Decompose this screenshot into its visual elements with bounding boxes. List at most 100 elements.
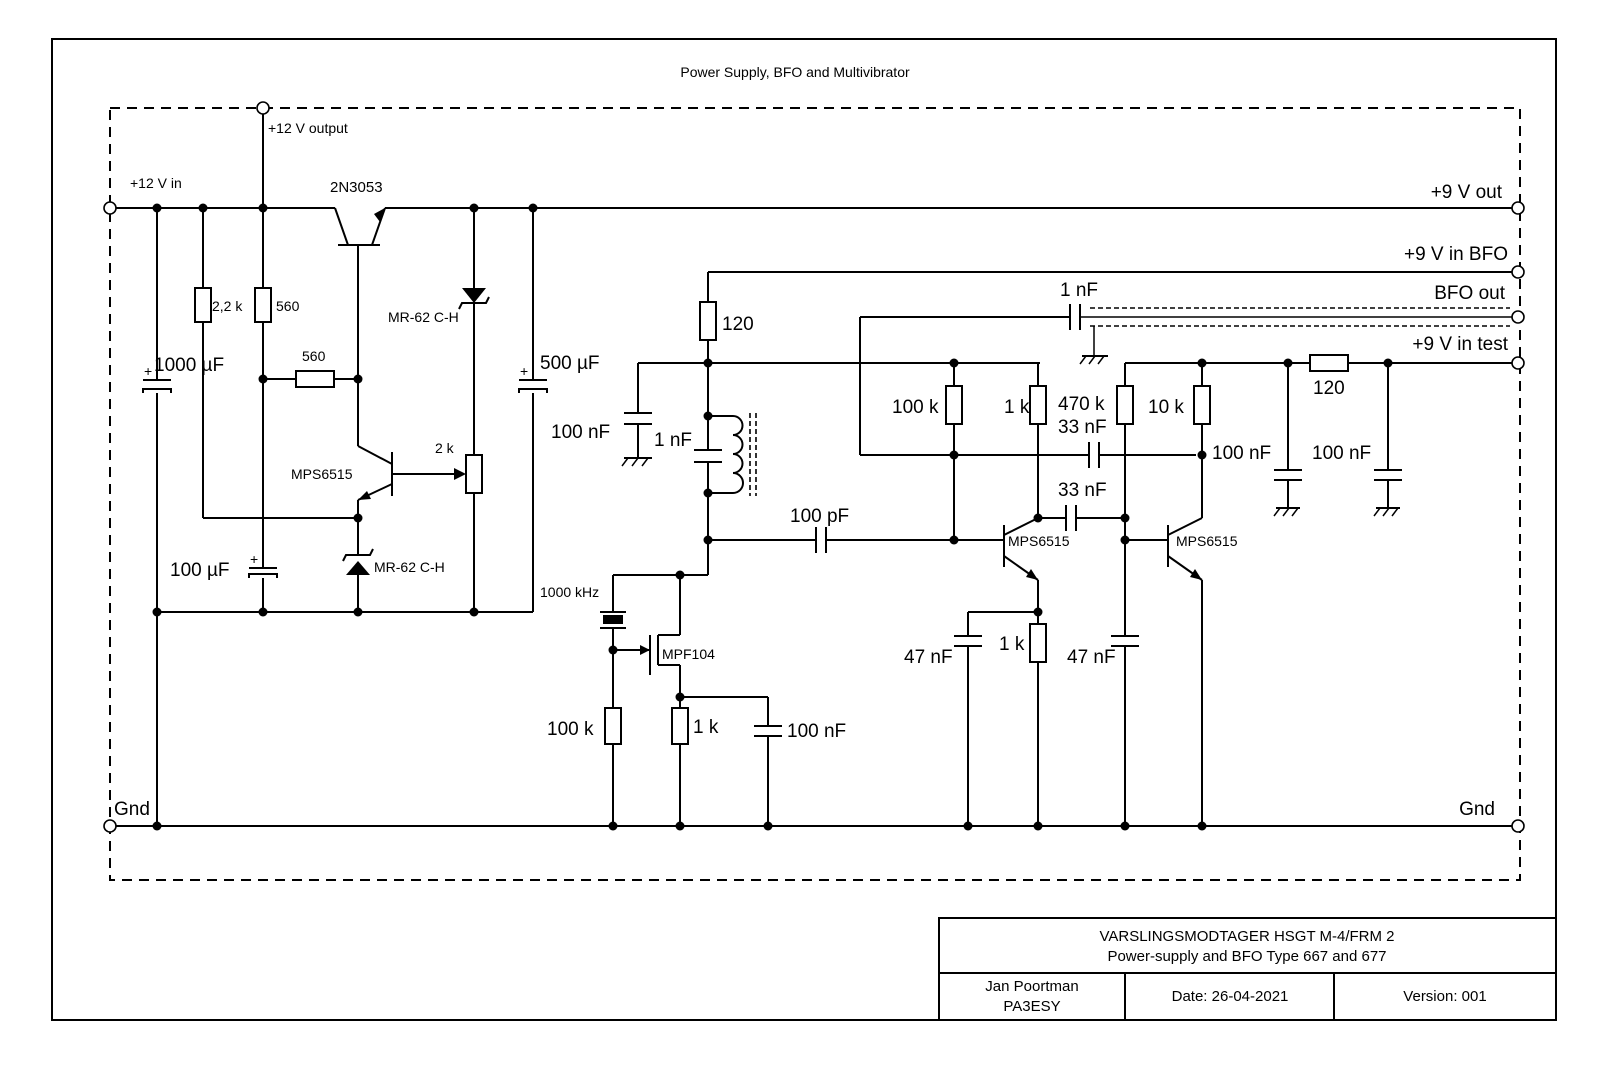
label-100nf-bfo: 100 nF: [551, 422, 610, 443]
capacitor-33nf-mid: [1065, 505, 1077, 531]
transistor-mps6515-regulator: [357, 445, 393, 501]
label-1k-source: 1 k: [693, 717, 719, 738]
transistor-2n3053: [334, 207, 386, 246]
label-560-horizontal: 560: [302, 348, 326, 364]
label-1k-emitter: 1 k: [999, 634, 1025, 655]
resistor-1k-emitter: [1029, 623, 1047, 663]
label-120-test: 120: [1313, 378, 1345, 399]
title-block: [938, 917, 1557, 1021]
title-block-date: Date: 26-04-2021: [1172, 988, 1289, 1005]
terminal-gnd-left: [103, 819, 117, 833]
label-mps6515-b: MPS6515: [1176, 533, 1238, 549]
zener-diode-bottom: [342, 548, 374, 575]
capacitor-500uf: +: [518, 363, 548, 393]
label-33nf-top: 33 nF: [1058, 417, 1107, 438]
capacitor-1000uf: +: [142, 363, 172, 393]
inductor-coil: [732, 413, 757, 496]
label-12v-in: +12 V in: [130, 175, 182, 191]
label-470k: 470 k: [1058, 394, 1105, 415]
label-10k: 10 k: [1148, 397, 1184, 418]
resistor-1k-source: [671, 707, 689, 745]
sheet-title: Power Supply, BFO and Multivibrator: [680, 64, 910, 80]
resistor-100k-base: [945, 385, 963, 425]
drawing-frame: [51, 38, 1557, 1021]
capacitor-1nf-out: [1069, 304, 1081, 330]
zener-diode-top: [458, 288, 490, 310]
label-47nf-a: 47 nF: [904, 647, 953, 668]
title-block-author: Jan Poortman: [985, 978, 1078, 995]
title-block-version: Version: 001: [1403, 988, 1486, 1005]
svg-text:+: +: [250, 551, 258, 567]
resistor-120-test: [1309, 354, 1349, 372]
potentiometer-2k: [454, 454, 483, 494]
capacitor-1nf-tank: [694, 449, 722, 463]
label-zener-top: MR-62 C-H: [388, 309, 459, 325]
module-boundary: [109, 107, 1521, 881]
crystal-1000khz: [600, 611, 626, 629]
label-100nf-source: 100 nF: [787, 721, 846, 742]
capacitor-100nf-source: [754, 725, 782, 737]
label-1000uf: 1000 µF: [154, 355, 224, 376]
resistor-560-vertical: [254, 287, 272, 323]
terminal-9v-out: [1511, 201, 1525, 215]
label-gnd-left: Gnd: [114, 799, 150, 820]
capacitor-47nf-a: [954, 635, 982, 647]
transistor-mps6515-a: [995, 517, 1039, 581]
capacitor-100nf-a: [1273, 469, 1302, 517]
terminal-12v-in: [103, 201, 117, 215]
capacitor-100pf: [815, 527, 827, 553]
label-1nf-out: 1 nF: [1060, 280, 1098, 301]
label-zener-bottom: MR-62 C-H: [374, 559, 445, 575]
fet-mpf104: [638, 634, 680, 675]
label-9v-in-bfo: +9 V in BFO: [1404, 244, 1508, 265]
label-9v-out: +9 V out: [1431, 182, 1503, 203]
label-1nf-tank: 1 nF: [654, 430, 692, 451]
label-100nf-a: 100 nF: [1212, 443, 1271, 464]
junction-dots: [152, 203, 1393, 831]
capacitor-100uf: +: [248, 551, 278, 578]
capacitor-33nf-top: [1088, 442, 1100, 468]
terminal-bfo-out: [1511, 310, 1525, 324]
terminal-12v-output: [256, 101, 270, 115]
title-block-callsign: PA3ESY: [1003, 998, 1060, 1015]
resistor-560-horizontal: [295, 370, 335, 388]
label-mps6515-a: MPS6515: [1008, 533, 1070, 549]
resistor-100k-gate: [604, 707, 622, 745]
label-100k-base: 100 k: [892, 397, 939, 418]
label-gnd-right: Gnd: [1459, 799, 1495, 820]
resistor-10k: [1193, 385, 1211, 425]
svg-text:+: +: [144, 363, 152, 379]
transistor-mps6515-b: [1160, 517, 1203, 581]
terminal-9v-in-bfo: [1511, 265, 1525, 279]
label-100uf: 100 µF: [170, 560, 230, 581]
title-block-project: VARSLINGSMODTAGER HSGT M-4/FRM 2: [1099, 928, 1394, 945]
label-mps6515-regulator: MPS6515: [291, 466, 353, 482]
label-100pf: 100 pF: [790, 506, 849, 527]
shielded-bfo-cable: [1080, 307, 1518, 356]
label-crystal: 1000 kHz: [540, 584, 599, 600]
label-2k: 2 k: [435, 440, 455, 456]
label-1k-collector: 1 k: [1004, 397, 1030, 418]
resistor-2k2: [194, 287, 212, 323]
label-100nf-b: 100 nF: [1312, 443, 1371, 464]
label-33nf-mid: 33 nF: [1058, 480, 1107, 501]
label-2k2: 2,2 k: [212, 298, 243, 314]
label-9v-in-test: +9 V in test: [1412, 334, 1508, 355]
capacitor-100nf-bfo: [621, 412, 652, 467]
label-12v-output: +12 V output: [268, 120, 348, 136]
terminal-gnd-right: [1511, 819, 1525, 833]
resistor-470k: [1116, 385, 1134, 425]
title-block-subtitle: Power-supply and BFO Type 667 and 677: [1107, 948, 1386, 965]
resistor-120-bfo: [699, 301, 717, 341]
capacitor-47nf-b: [1111, 635, 1139, 647]
ground-symbol-shield: [1079, 355, 1108, 365]
svg-text:+: +: [520, 363, 528, 379]
label-bfo-out: BFO out: [1434, 283, 1505, 304]
label-500uf: 500 µF: [540, 353, 600, 374]
label-120-bfo: 120: [722, 314, 754, 335]
resistor-1k-collector: [1029, 385, 1047, 425]
label-fet: MPF104: [662, 646, 715, 662]
label-560-vertical: 560: [276, 298, 300, 314]
label-47nf-b: 47 nF: [1067, 647, 1116, 668]
